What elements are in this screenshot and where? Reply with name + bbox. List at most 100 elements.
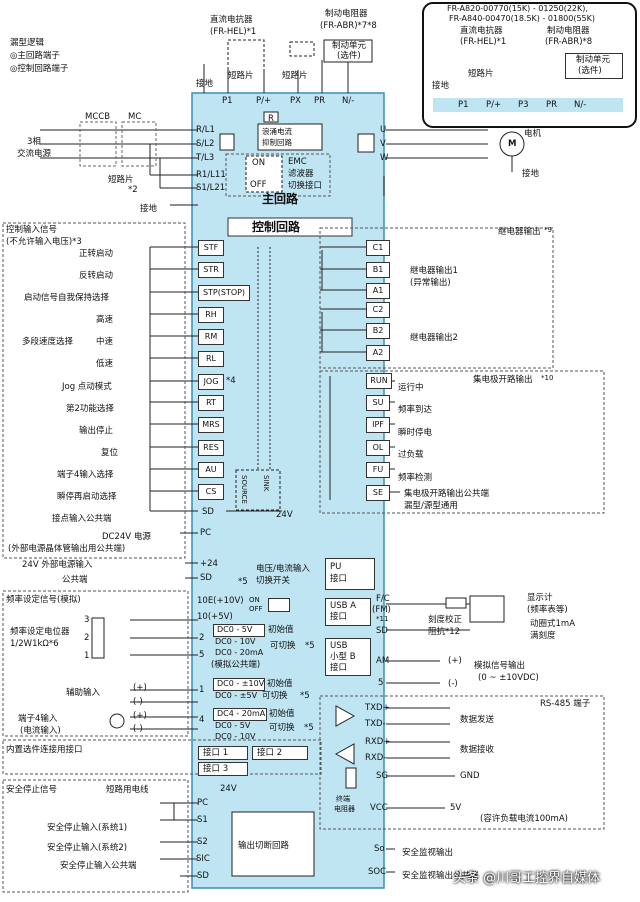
relay-lines — [320, 246, 368, 353]
control-circuit-title-bg — [227, 217, 353, 237]
dc24v-label: DC24V 电源 — [102, 532, 151, 542]
terminal-c2: C2 — [366, 302, 390, 318]
safety-24v: 24V — [220, 784, 237, 794]
terminal-5-meter: 5 — [378, 678, 384, 688]
terminal-w: W — [380, 153, 389, 163]
terminal-mrs: MRS — [198, 417, 224, 433]
terminal-fm: (FM) — [372, 605, 391, 615]
meter-lines — [386, 595, 505, 684]
switch-label-2: 切换开关 — [256, 576, 291, 586]
terminal-10e: 10E(+10V) — [197, 596, 244, 606]
rs485-lines — [334, 705, 455, 809]
input-label-restart: 瞬停再启动选择 — [57, 492, 117, 502]
switch-note: *5 — [238, 577, 248, 587]
output-running: 运行中 — [398, 383, 424, 393]
terminal-res: RES — [198, 440, 224, 456]
terminal-txd-minus: TXD- — [365, 719, 386, 729]
input-label-high-speed: 高速 — [96, 315, 114, 325]
option-port-1-label: 接口 1 — [203, 748, 229, 758]
full-scale-label: 满刻度 — [530, 631, 556, 641]
terminal-rxd-minus: RXD- — [365, 753, 387, 763]
t1-range-1: DC0 - ±10V — [217, 679, 265, 688]
input-label-reset: 复位 — [101, 448, 119, 458]
t4-note: *5 — [304, 723, 314, 733]
terminal-pc-safety: PC — [197, 798, 209, 808]
inset-brake-label: 制动电阻器 — [547, 26, 590, 36]
input-label-low-speed: 低速 — [96, 359, 114, 369]
analog-switch-on: ON — [249, 596, 260, 604]
input-label-reverse: 反转启动 — [79, 271, 114, 281]
terminal-rt: RT — [198, 395, 224, 411]
output-common: 集电极开路输出公共端 — [404, 489, 490, 499]
emc-line2: 滤波器 — [288, 169, 314, 179]
collector-title: 集电极开路输出 — [473, 375, 533, 385]
motor-ground: 接地 — [522, 169, 540, 179]
output-overload: 过负载 — [398, 450, 424, 460]
input-label-common: 接点输入公共端 — [52, 514, 112, 524]
terminal-r1-l11: R1/L11 — [196, 170, 226, 180]
terminal-run: RUN — [366, 373, 392, 389]
output-lines — [383, 129, 525, 196]
terminal-a2: A2 — [366, 345, 390, 361]
fc-note: *11 — [376, 615, 389, 623]
inset-term-n: N/- — [574, 100, 587, 110]
inset-brake-unit-box: 制动单元 (选件) — [565, 53, 623, 79]
cal-resistor-label: 刻度校正 — [428, 615, 463, 625]
brake-unit-label: 制动单元 — [332, 41, 367, 51]
safety-monitor-common: 安全监视输出公共端 — [402, 871, 479, 881]
top-ground-label: 接地 — [196, 79, 214, 89]
am-plus: (+) — [448, 656, 462, 666]
short-bar-label-2: 短路片 — [282, 71, 308, 81]
inset-term-p3: P3 — [518, 100, 529, 110]
terminal-stp: STP(STOP) — [198, 285, 250, 301]
output-power-loss: 瞬时停电 — [398, 428, 433, 438]
terminal-sic: SIC — [196, 854, 210, 864]
t4-change-label: 可切换 — [269, 723, 295, 733]
data-send-label: 数据发送 — [460, 715, 495, 725]
usb-b-label: USB — [330, 641, 348, 651]
power-input-lines — [40, 129, 198, 206]
terminal-s1-l21: S1/L21 — [196, 183, 226, 193]
analog-title: 频率设定信号(模拟) — [6, 595, 81, 605]
display-meter-sub: (频率表等) — [527, 605, 568, 615]
terminal-rxd-plus: RXD+ — [365, 737, 391, 747]
analog-output-range: (0 ~ ±10VDC) — [478, 673, 539, 683]
terminal-s2: S2 — [197, 837, 208, 847]
control-circuit-title: 控制回路 — [252, 220, 301, 234]
terminal-4: 4 — [199, 715, 205, 725]
terminal-su: SU — [366, 395, 390, 411]
pu-label: PU — [330, 562, 342, 572]
dc-reactor-label: 直流电抗器 — [210, 15, 253, 25]
inset-ground: 接地 — [432, 81, 450, 91]
am-minus: (-) — [448, 679, 458, 689]
brake-resistor-label: 制动电阻器 — [325, 9, 368, 19]
terminal-sd-safety: SD — [197, 871, 209, 881]
terminal-txd-plus: TXD+ — [365, 703, 390, 713]
t4-range-3: DC0 - 10V — [215, 732, 256, 741]
terminal-rl: RL — [198, 351, 224, 367]
analog-output-label: 模拟信号输出 — [474, 661, 526, 671]
switch-label-1: 电压/电流输入 — [256, 564, 310, 574]
short-bar-label-1: 短路片 — [228, 71, 254, 81]
aux-minus: (-) — [133, 697, 143, 707]
pot-pin-2: 2 — [84, 633, 90, 643]
legend-title: 漏型逻辑 — [10, 38, 45, 48]
terminal-cs: CS — [198, 484, 224, 500]
sink-label: SINK — [262, 475, 270, 492]
analog-lines — [91, 617, 198, 730]
analog-dip-switch[interactable] — [268, 598, 290, 612]
term-resistor-label: 终端 — [336, 795, 350, 803]
inset-brake-unit: 制动单元 — [576, 55, 611, 65]
terminal-s1: S1 — [197, 815, 208, 825]
terminal-b2: B2 — [366, 323, 390, 339]
terminal-str: STR — [198, 262, 224, 278]
power-source-ac: 交流电源 — [17, 149, 52, 159]
legend-main-terminal: ◎主回路端子 — [10, 51, 60, 61]
common-label: 公共端 — [62, 575, 88, 585]
t4-minus: (-) — [133, 724, 143, 734]
terminal-s-l2: S/L2 — [196, 139, 215, 149]
inset-brake-unit-optional: (选件) — [578, 66, 602, 76]
safety-lines — [160, 802, 395, 877]
moving-coil-label: 动圈式1mA — [530, 619, 576, 629]
terminal-r-l1: R/L1 — [196, 125, 215, 135]
